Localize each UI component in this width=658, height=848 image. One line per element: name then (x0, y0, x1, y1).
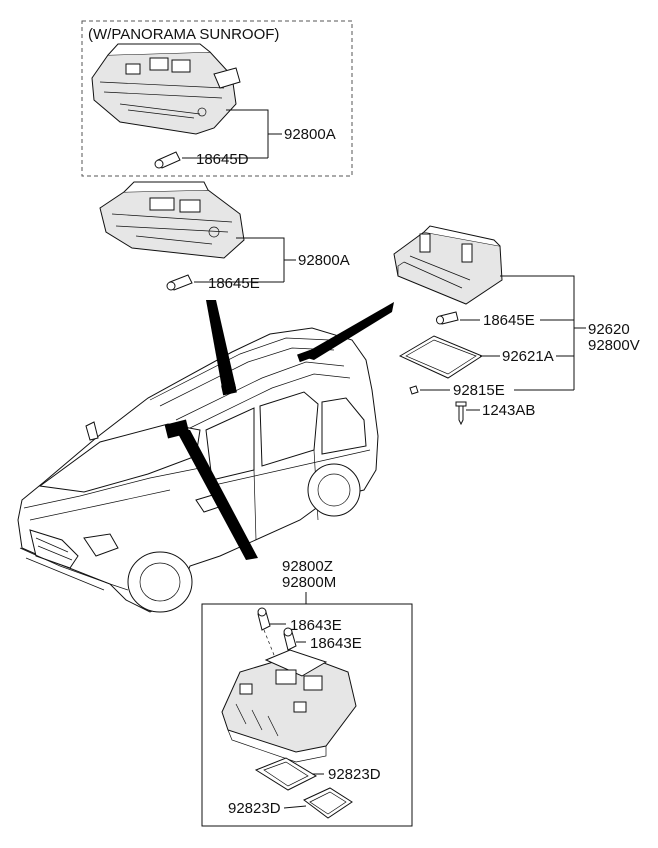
label-92800a-top: 92800A (284, 126, 336, 143)
bulb-18645e-upper-drawing (166, 274, 193, 291)
leader-92823d-2 (283, 805, 307, 809)
label-92800a-mid: 92800A (298, 252, 350, 269)
console-box (201, 603, 413, 827)
cover-92823d-1-drawing (254, 757, 318, 791)
clip-92815e-drawing (409, 385, 419, 395)
leader-room-bracket (500, 275, 586, 390)
pointer-overhead-console (176, 430, 258, 560)
panorama-option-caption: (W/PANORAMA SUNROOF) (88, 26, 279, 43)
front-wheel (127, 551, 193, 613)
label-18645e-upper: 18645E (208, 275, 260, 292)
room-lamp-group: 18645E 92620 92800V 92621A 92815E 1243AB (393, 225, 640, 426)
pointer-wedges (164, 300, 394, 560)
label-18645d: 18645D (196, 151, 249, 168)
label-18643e-2: 18643E (310, 635, 362, 652)
label-92800v: 92800V (588, 337, 640, 354)
label-92815e: 92815E (453, 382, 505, 399)
overhead-console-group: 92800Z 92800M 18643E 18643E (201, 558, 413, 827)
label-92800z: 92800Z (282, 558, 333, 575)
panorama-map-lamp-drawing (91, 43, 241, 135)
screw-1243ab-drawing (455, 401, 467, 426)
room-lamp-drawing (393, 225, 503, 305)
bulb-18643e-1-drawing (257, 607, 271, 631)
leader-92800a-top (226, 109, 282, 158)
map-lamp-drawing (99, 181, 245, 259)
label-92621a: 92621A (502, 348, 554, 365)
label-92823d-1: 92823D (328, 766, 381, 783)
overhead-console-drawing (221, 649, 357, 763)
leader-92800a-mid (236, 237, 296, 282)
panorama-option-box (81, 20, 353, 177)
label-92800m: 92800M (282, 574, 336, 591)
bulb-18645e-right-drawing (436, 311, 459, 325)
bulb-18645d-drawing (154, 151, 181, 169)
rear-wheel (307, 463, 361, 517)
label-1243ab: 1243AB (482, 402, 535, 419)
lens-92621a-drawing (398, 335, 484, 379)
label-92823d-2: 92823D (228, 800, 281, 817)
label-18643e-1: 18643E (290, 617, 342, 634)
cover-92823d-2-drawing (303, 787, 353, 819)
label-92620: 92620 (588, 321, 630, 338)
panorama-lamp-group: (W/PANORAMA SUNROOF) 92800A 18645D (81, 20, 353, 177)
pointer-room-lamp (300, 302, 394, 360)
bulb-18643e-2-drawing (283, 627, 297, 651)
label-18645e-right: 18645E (483, 312, 535, 329)
map-lamp-group: 92800A 18645E (99, 181, 350, 292)
pointer-upper-lamp (206, 300, 236, 388)
